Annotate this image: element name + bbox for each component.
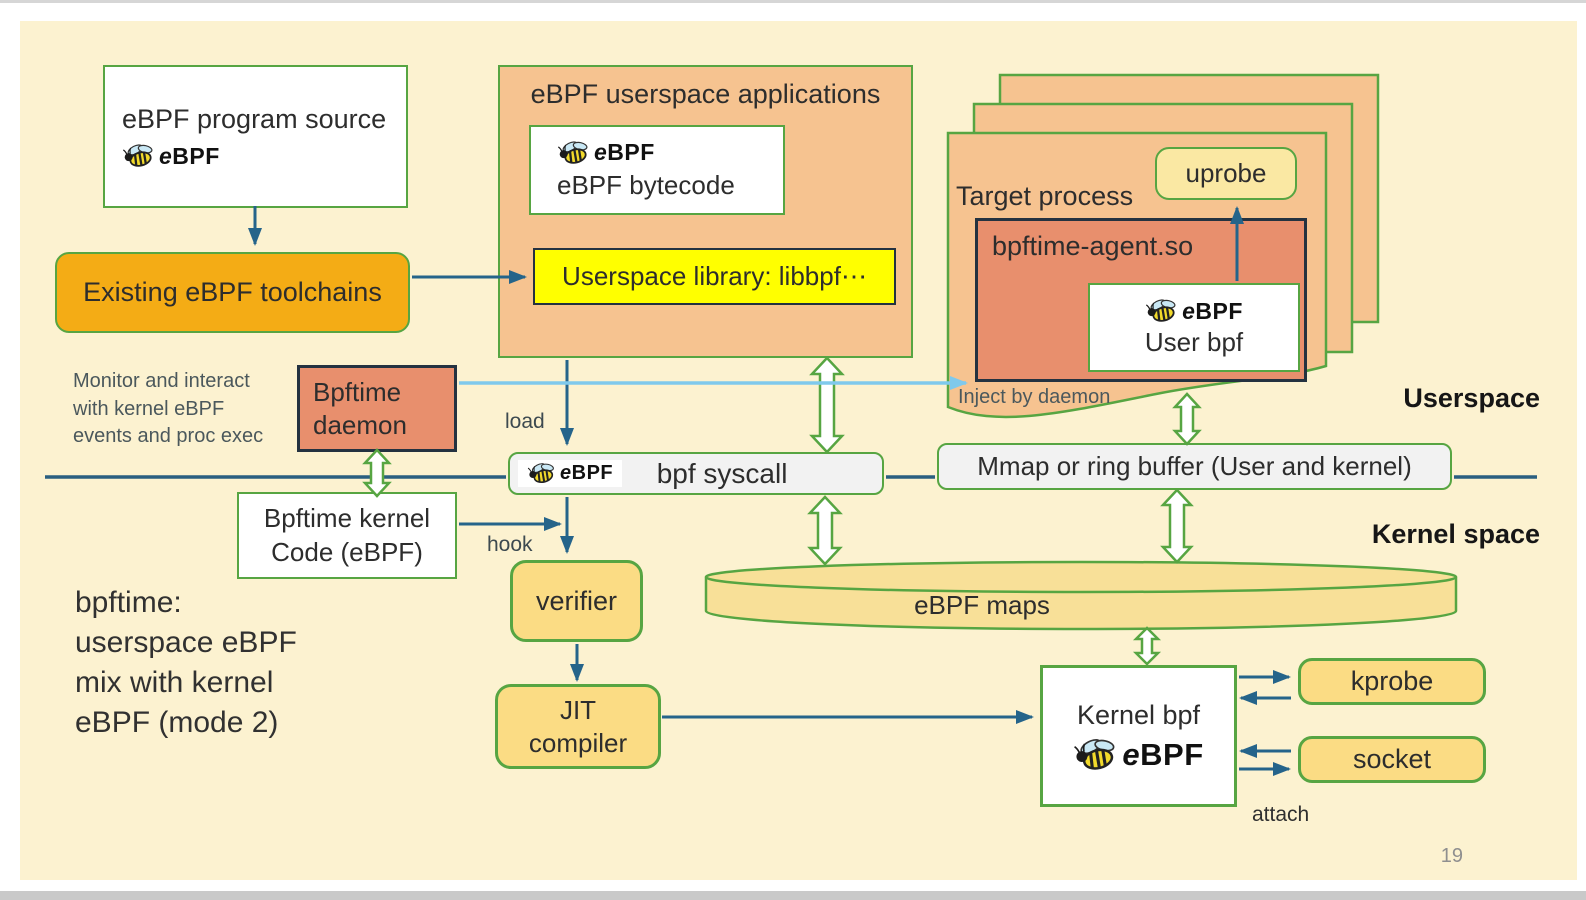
user-bpf-label: User bpf <box>1144 326 1244 357</box>
ebpf-logo-text: eBPF <box>1182 297 1243 324</box>
ebpf-maps-label: eBPF maps <box>914 590 1050 620</box>
toolchains-box: Existing eBPF toolchains <box>55 252 410 333</box>
target-process-title: Target process <box>956 181 1134 211</box>
ebpf-bee-icon <box>557 140 591 166</box>
user-bpf-box: eBPF User bpf <box>1088 283 1300 372</box>
window-bottom-edge <box>0 891 1586 900</box>
side-note-line: mix with kernel <box>75 666 274 699</box>
verifier-box: verifier <box>510 560 643 642</box>
ebpf-bee-icon <box>1073 737 1119 773</box>
load-label: load <box>505 410 545 433</box>
attach-label: attach <box>1252 803 1310 826</box>
daemon-note-line: Monitor and interact <box>73 370 250 392</box>
socket-label: socket <box>1352 744 1432 774</box>
side-note-line: eBPF (mode 2) <box>75 706 279 739</box>
jit-compiler-box: JIT compiler <box>495 684 661 769</box>
userspace-library-label: Userspace library: libbpf⋯ <box>562 261 867 291</box>
ebpf-bee-icon <box>527 462 557 485</box>
mmap-ring-buffer-box: Mmap or ring buffer (User and kernel) <box>937 443 1452 490</box>
hook-label: hook <box>487 533 533 556</box>
jit-compiler-label: JIT compiler <box>528 695 628 758</box>
verifier-label: verifier <box>535 585 617 616</box>
ebpf-logo: eBPF <box>1145 298 1243 325</box>
program-source-label: eBPF program source <box>122 103 387 134</box>
toolchains-label: Existing eBPF toolchains <box>83 277 382 307</box>
bytecode-box: eBPF eBPF bytecode <box>529 125 785 215</box>
ebpf-logo-text: eBPF <box>159 142 220 169</box>
side-note-line: bpftime: <box>75 586 182 619</box>
kprobe-label: kprobe <box>1350 666 1434 696</box>
userspace-apps-title: eBPF userspace applications <box>530 79 881 109</box>
bpftime-kernel-code-box: Bpftime kernel Code (eBPF) <box>237 492 457 579</box>
uprobe-label: uprobe <box>1185 158 1267 188</box>
side-note-line: userspace eBPF <box>75 626 297 659</box>
userspace-library-box: Userspace library: libbpf⋯ <box>533 248 896 305</box>
uprobe-box: uprobe <box>1155 147 1297 200</box>
agent-label: bpftime-agent.so <box>992 231 1194 261</box>
ebpf-bee-icon <box>1145 298 1179 324</box>
bpftime-kernel-code-label: Bpftime kernel Code (eBPF) <box>263 502 431 567</box>
side-note: bpftime: userspace eBPF mix with kernel … <box>75 583 375 743</box>
page-number: 19 <box>1440 845 1463 867</box>
bytecode-label: eBPF bytecode <box>557 170 735 200</box>
kprobe-box: kprobe <box>1298 658 1486 705</box>
mmap-ring-buffer-label: Mmap or ring buffer (User and kernel) <box>977 451 1412 481</box>
daemon-note-line: events and proc exec <box>73 425 264 448</box>
ebpf-logo-text: eBPF <box>1122 736 1204 772</box>
ebpf-logo: eBPF <box>557 139 783 166</box>
socket-box: socket <box>1298 736 1486 783</box>
daemon-note-line: with kernel eBPF <box>73 397 225 420</box>
daemon-box: Bpftime daemon <box>297 365 457 452</box>
daemon-label: Bpftime daemon <box>313 377 407 440</box>
window-top-edge <box>0 0 1586 3</box>
ebpf-bee-icon <box>122 143 156 169</box>
ebpf-logo: eBPF <box>122 143 406 170</box>
userspace-region-label: Userspace <box>1403 383 1540 413</box>
bpf-syscall-label: bpf syscall <box>656 457 788 489</box>
ebpf-logo: eBPF <box>1073 736 1204 773</box>
ebpf-logo-text: eBPF <box>560 462 614 484</box>
kernel-bpf-box: Kernel bpf eBPF <box>1040 665 1237 807</box>
inject-by-daemon-label: Inject by daemon <box>958 386 1111 408</box>
ebpf-logo: eBPF <box>518 460 623 487</box>
program-source-box: eBPF program source eBPF <box>103 65 408 208</box>
bpf-syscall-box: eBPF bpf syscall <box>508 452 884 495</box>
kernel-space-region-label: Kernel space <box>1371 519 1540 549</box>
ebpf-logo-text: eBPF <box>594 139 655 165</box>
kernel-bpf-label: Kernel bpf <box>1076 699 1201 730</box>
daemon-note: Monitor and interact with kernel eBPF ev… <box>73 368 303 451</box>
